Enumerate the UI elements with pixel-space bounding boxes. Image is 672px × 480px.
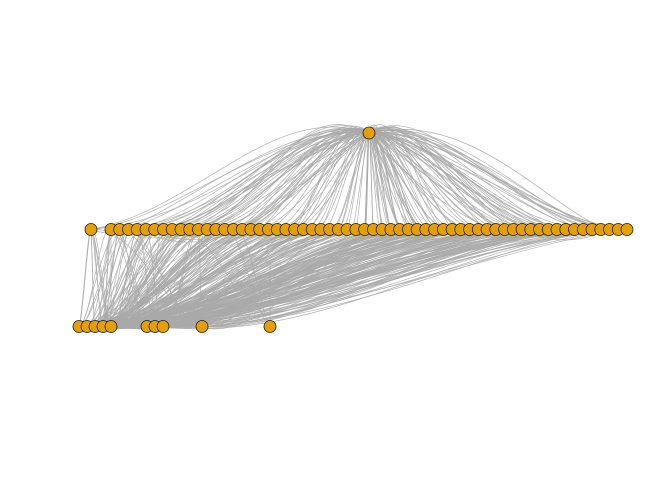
edge-77 bbox=[368, 131, 584, 230]
edge-121 bbox=[119, 130, 370, 230]
edge-133 bbox=[119, 132, 370, 239]
edge-62 bbox=[368, 132, 479, 230]
edge-126 bbox=[368, 129, 601, 230]
edge-101 bbox=[233, 125, 370, 230]
edge-108 bbox=[368, 131, 505, 230]
edge-130 bbox=[368, 125, 593, 230]
edge-106 bbox=[368, 126, 558, 230]
edge-125 bbox=[368, 127, 531, 230]
node-layer bbox=[72, 126, 634, 333]
node-level3-8 bbox=[195, 320, 209, 333]
edge-123 bbox=[368, 129, 558, 230]
edge-117 bbox=[198, 124, 370, 230]
edge-6 bbox=[137, 127, 370, 230]
edge-89 bbox=[163, 131, 370, 230]
edge-515 bbox=[110, 229, 628, 328]
edge-33 bbox=[294, 131, 370, 230]
node-level3-7 bbox=[156, 320, 170, 333]
edge-111 bbox=[250, 126, 370, 230]
edge-129 bbox=[368, 129, 628, 230]
edge-124 bbox=[163, 128, 370, 230]
edge-36 bbox=[312, 131, 370, 230]
edge-104 bbox=[368, 131, 549, 230]
edge-96 bbox=[198, 132, 370, 230]
edge-512 bbox=[110, 229, 619, 330]
edge-164 bbox=[368, 132, 610, 241]
node-level3-9 bbox=[263, 320, 277, 333]
edge-93 bbox=[189, 125, 370, 230]
edge-95 bbox=[90, 126, 370, 230]
edge-83 bbox=[368, 128, 610, 230]
edge-165 bbox=[137, 132, 370, 243]
edge-156 bbox=[368, 132, 593, 234]
node-level1-0 bbox=[362, 126, 376, 140]
edge-31 bbox=[277, 132, 370, 230]
edge-98 bbox=[180, 128, 370, 230]
node-level2-0 bbox=[84, 223, 98, 236]
edge-120 bbox=[368, 129, 601, 230]
node-level3-4 bbox=[104, 320, 118, 333]
edge-103 bbox=[294, 128, 370, 230]
edge-24 bbox=[233, 132, 370, 230]
edge-118 bbox=[368, 124, 400, 230]
node-level2-60 bbox=[620, 223, 634, 236]
